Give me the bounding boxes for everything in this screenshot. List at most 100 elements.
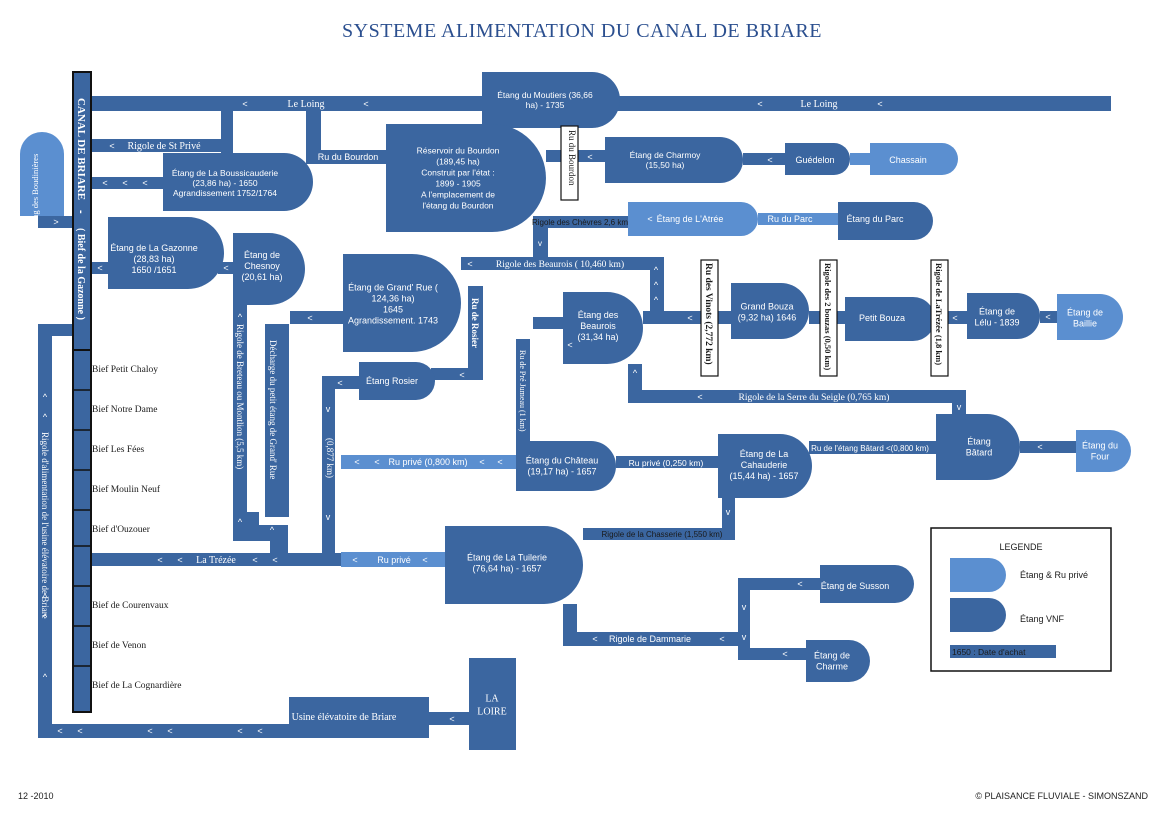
pond-baillie bbox=[1057, 294, 1123, 340]
channel-loing-label-2: Le Loing bbox=[801, 99, 838, 110]
legend-title: LEGENDE bbox=[999, 542, 1042, 552]
pond-batard-label-line-2: Bâtard bbox=[966, 448, 993, 458]
channel-chevres bbox=[533, 216, 628, 228]
pond-chassain bbox=[870, 143, 958, 175]
bief-9: Bief de La Cognardière bbox=[92, 680, 181, 691]
pond-chesnoy-label-line-2: Chesnoy bbox=[244, 261, 280, 271]
channel-ru-batard-label: Ru de l'étang Bâtard <(0,800 km) bbox=[811, 444, 929, 453]
channel-ru-prive-0250-label: Ru privé (0,250 km) bbox=[629, 458, 704, 468]
channel-decharge-label: Décharge du petit étang de Grand' Rue bbox=[268, 340, 278, 479]
channel-vinots-box bbox=[700, 259, 719, 377]
pond-charmoy-label-line-2: (15,50 ha) bbox=[646, 160, 685, 170]
channel-charmoy-guedelon-arrow: < bbox=[767, 155, 772, 165]
channel-loire-usine bbox=[429, 712, 469, 725]
pond-gazonne-label-line-2: (28,83 ha) bbox=[133, 254, 174, 264]
channel-ru-prive-0800-arrow-1: < bbox=[354, 457, 359, 467]
pond-chateau-label-line-2: (19,17 ha) - 1657 bbox=[527, 467, 596, 477]
channel-dammarie-arrow-2: < bbox=[719, 634, 724, 644]
pond-boussicauderie bbox=[163, 153, 313, 211]
channel-beaurois-v-arrow-3: ^ bbox=[654, 295, 659, 305]
channel-ru-bourdon-box bbox=[560, 125, 579, 201]
pond-atree bbox=[628, 202, 758, 236]
channel-la-trezee-arrow-3: < bbox=[252, 555, 257, 565]
channel-dammarie-branch-arrow-1: v bbox=[742, 602, 747, 612]
pond-lelu bbox=[967, 293, 1040, 339]
diagram-title: SYSTEME ALIMENTATION DU CANAL DE BRIARE bbox=[342, 20, 822, 42]
channel-rosier-out-arrow: < bbox=[337, 378, 342, 388]
box-usine bbox=[289, 697, 429, 738]
pond-charme-label-line-1: Étang de bbox=[814, 651, 850, 661]
canal-de-briare bbox=[72, 71, 92, 713]
channel-ru-parc bbox=[758, 213, 838, 225]
pond-batard bbox=[936, 414, 1020, 480]
channel-loing-label-1: Le Loing bbox=[288, 99, 325, 110]
pond-four-label-line-1: Étang du bbox=[1082, 441, 1118, 451]
channel-pre-jumeau bbox=[516, 339, 530, 454]
channel-rosier-arrow: < bbox=[459, 370, 464, 380]
channel-serre-drop-arrow: v bbox=[957, 402, 962, 412]
pond-boudinieres-label: Étang des Boudinières bbox=[30, 154, 40, 230]
channel-serre-drop bbox=[952, 390, 966, 416]
pond-gazonne-label-line-3: 1650 /1651 bbox=[131, 265, 176, 275]
footer-copyright: © PLAISANCE FLUVIALE - SIMONSZAND bbox=[975, 791, 1148, 801]
channel-la-trezee-up bbox=[270, 540, 288, 553]
legend-private-label: Étang & Ru privé bbox=[1020, 570, 1088, 580]
channel-beaurois-v-arrow-1: ^ bbox=[654, 265, 659, 275]
pond-charme bbox=[806, 640, 870, 682]
channel-usine-bottom-arrow-6: < bbox=[257, 726, 262, 736]
channel-serre-label: Rigole de la Serre du Seigle (0,765 km) bbox=[739, 392, 890, 403]
box-loire bbox=[469, 658, 516, 750]
channel-pre-jumeau-label: Ru de Pré Jumeau (1 km) bbox=[518, 350, 527, 432]
channel-ru-parc-label: Ru du Parc bbox=[767, 214, 813, 224]
pond-beaurois-label-line-3: (31,34 ha) bbox=[577, 332, 618, 342]
channel-usine-rigole-arrow-4: ^ bbox=[43, 612, 48, 622]
pond-cahauderie-label-line-2: Cahauderie bbox=[741, 460, 788, 470]
bief-8: Bief de Venon bbox=[92, 640, 146, 651]
pond-gazonne bbox=[108, 217, 224, 289]
channel-loing-arrow-3: < bbox=[757, 99, 762, 109]
channel-beaurois-v bbox=[650, 257, 664, 313]
pond-atree-label: Étang de L'Atrée bbox=[657, 214, 724, 224]
bief-3: Bief Les Fées bbox=[92, 444, 145, 455]
channel-chasserie-v-arrow: v bbox=[726, 507, 731, 517]
channel-usine-bottom-arrow-4: < bbox=[167, 726, 172, 736]
pond-petit-bouza-label: Petit Bouza bbox=[859, 313, 905, 323]
channel-beaurois-arrow-1: < bbox=[467, 259, 472, 269]
pond-grand-rue bbox=[343, 254, 461, 352]
channel-boudinieres-arrow: > bbox=[53, 217, 58, 227]
channel-four bbox=[1020, 441, 1076, 453]
legend-date-bar bbox=[950, 645, 1056, 658]
channel-boussicauderie bbox=[91, 177, 163, 189]
pond-beaurois-label-line-2: Beaurois bbox=[580, 321, 616, 331]
channel-susson-arrow: < bbox=[797, 579, 802, 589]
pond-grand-rue-label-line-1: Étang de Grand' Rue ( bbox=[348, 283, 438, 293]
pond-beaurois-label-line-1: Étang des bbox=[578, 310, 619, 320]
channel-charmoy-guedelon bbox=[743, 153, 785, 165]
channel-0877-label: (0,877 km) bbox=[325, 438, 335, 478]
channel-st-prive-arrow: < bbox=[109, 141, 114, 151]
channel-breteau-foot bbox=[233, 512, 259, 525]
channel-trezee-rigole-label: Rigole de LaTrézée (1,8 km) bbox=[934, 263, 944, 365]
channel-0877-arrow-2: v bbox=[326, 512, 331, 522]
channel-vinots-label: Ru des Vinots (2,772 km) bbox=[703, 263, 714, 365]
pond-atree-arrow: < bbox=[647, 214, 652, 224]
pond-bourdon-label-line-4: 1899 - 1905 bbox=[435, 179, 481, 189]
pond-guedelon bbox=[785, 143, 850, 175]
channel-chevres-label: Rigole des Chèvres 2,6 km bbox=[532, 218, 628, 227]
channel-st-prive bbox=[91, 139, 233, 152]
channel-serre bbox=[628, 390, 966, 403]
channel-boudinieres bbox=[38, 216, 73, 228]
pond-bourdon-label-line-6: l'étang du Bourdon bbox=[422, 201, 493, 211]
pond-charme-label-line-2: Charme bbox=[816, 662, 848, 672]
pond-grand-bouza bbox=[731, 283, 809, 339]
channel-la-trezee-arrow-1: < bbox=[157, 555, 162, 565]
channel-charme-arrow: < bbox=[782, 649, 787, 659]
channel-ru-prive-0250 bbox=[616, 456, 718, 468]
channel-bourdon-to-ru bbox=[546, 150, 561, 162]
channel-ru-prive-label: Ru privé bbox=[377, 555, 411, 565]
channel-decharge bbox=[265, 324, 289, 517]
pond-bourdon-label-line-1: Réservoir du Bourdon bbox=[417, 146, 500, 156]
pond-moutiers-label-line-2: ha) - 1735 bbox=[526, 100, 565, 110]
channel-loing-arrow-4: < bbox=[877, 99, 882, 109]
channel-ru-bourdon bbox=[306, 150, 386, 164]
